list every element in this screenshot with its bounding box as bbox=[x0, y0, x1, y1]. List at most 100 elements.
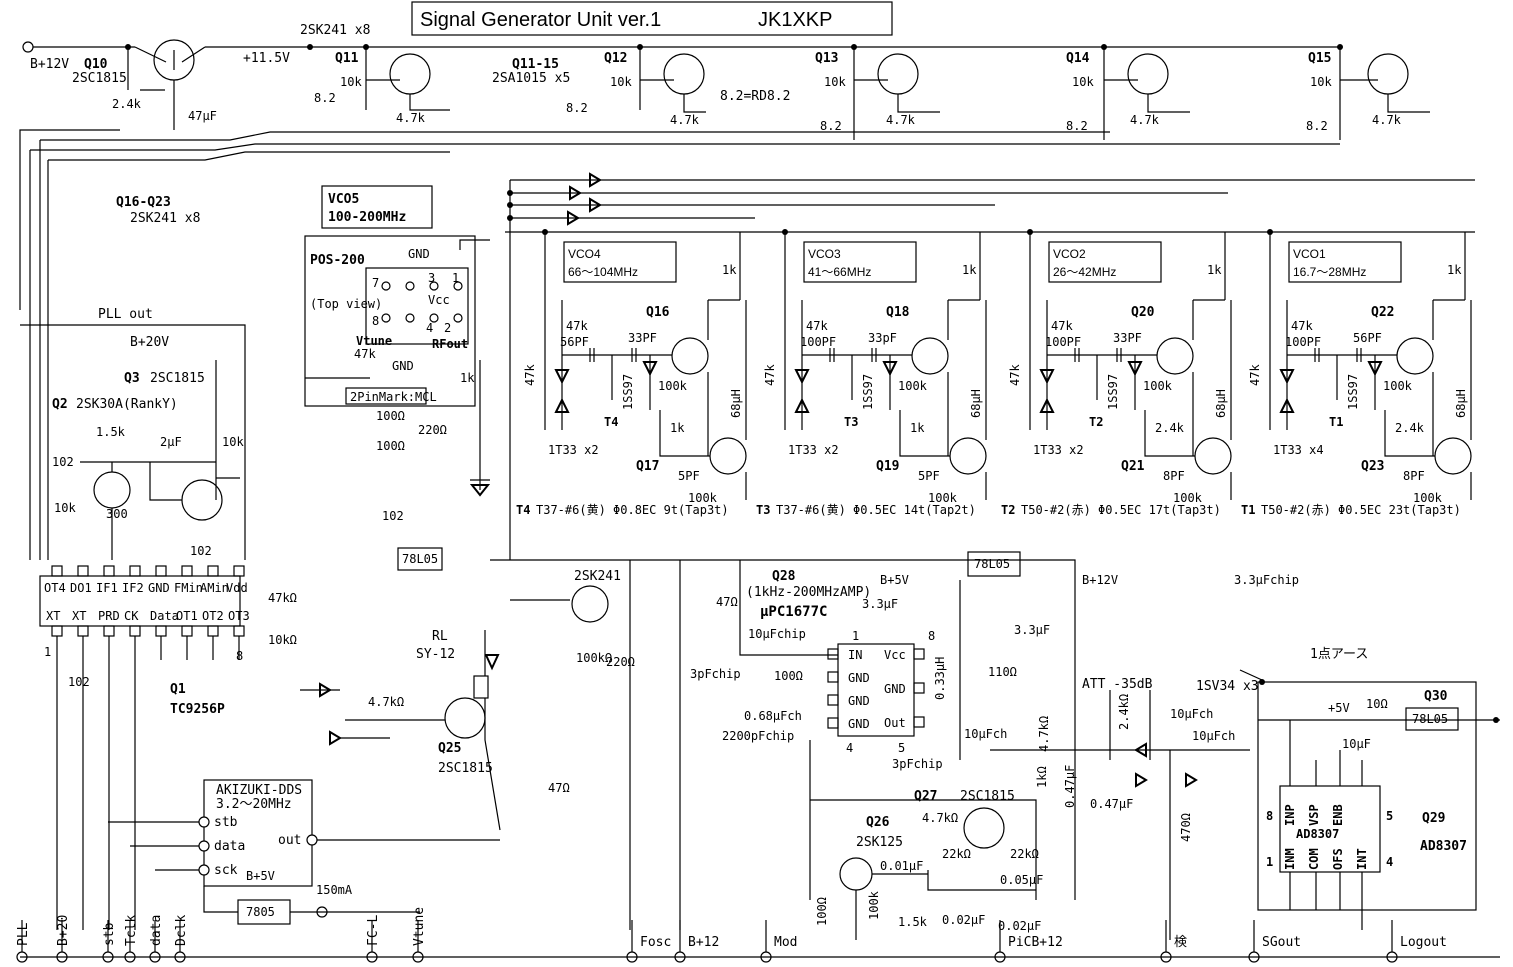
vco-r100k-a: 100k bbox=[898, 379, 928, 393]
amp-b12: B+12V bbox=[1082, 573, 1118, 587]
log-block: +5V 10Ω Q30 78L05 10μF Q29 AD8307 AD8307… bbox=[1257, 679, 1500, 930]
bottom-label: SGout bbox=[1262, 935, 1301, 950]
pos200-topview: (Top view) bbox=[310, 297, 382, 311]
bottom-terminal-7: FC-L bbox=[366, 915, 381, 963]
vco-switch-label: Q16-Q23 bbox=[116, 195, 171, 210]
log-pin-top-1: INP bbox=[1283, 804, 1297, 826]
vco-name: VCO4 bbox=[568, 247, 601, 261]
pnp-q13 bbox=[853, 47, 940, 140]
pll-r15k: 1.5k bbox=[96, 425, 126, 439]
vco-cl: 8PF bbox=[1163, 469, 1185, 483]
pll-r10k: 10k bbox=[222, 435, 244, 449]
q28-label: Q28 bbox=[772, 569, 796, 584]
q12-r10k: 10k bbox=[610, 75, 632, 89]
q28-desc: (1kHz-200MHzAMP) bbox=[746, 585, 871, 600]
bottom-terminal-6: Dclk bbox=[174, 915, 189, 963]
bottom-label: Mod bbox=[774, 935, 797, 950]
vco-diodes: 1T33 x2 bbox=[548, 443, 599, 457]
pll-r10ka: 10k bbox=[54, 501, 76, 515]
vco-ind: 68μH bbox=[729, 389, 743, 418]
vco-qb: Q17 bbox=[636, 459, 659, 474]
log-p1: 1 bbox=[1266, 855, 1273, 869]
vco-switch-lines: Q16-Q23 2SK241 x8 bbox=[116, 172, 1475, 560]
amp-b5: B+5V bbox=[880, 573, 909, 587]
vco-diode: 1SS97 bbox=[861, 374, 875, 410]
tc-pin-bot-6: OT1 bbox=[176, 609, 198, 623]
vco5-range: 100-200MHz bbox=[328, 210, 406, 225]
vco-ind: 68μH bbox=[1454, 389, 1468, 418]
amp-ic: μPC1677C bbox=[760, 604, 827, 620]
amp-r100k: 100kΩ bbox=[576, 651, 612, 665]
bottom-terminal-2: B+20 bbox=[56, 915, 71, 963]
pll-c102b: 102 bbox=[382, 509, 404, 523]
amp-p8: 8 bbox=[928, 629, 935, 643]
pos200-r47k: 47k bbox=[354, 347, 376, 361]
vco-name: VCO1 bbox=[1293, 247, 1326, 261]
schematic-title: Signal Generator Unit ver.1 bbox=[420, 9, 661, 31]
vco-cin: 100PF bbox=[1045, 335, 1081, 349]
tc-pin-top-4: IF2 bbox=[122, 581, 144, 595]
ground-note: 1点アース bbox=[1310, 647, 1368, 662]
pnp-array: 2SA1015 x5 bbox=[492, 71, 570, 86]
att-r470: 470Ω bbox=[1179, 813, 1193, 842]
att-c047b: 0.47μF bbox=[1090, 797, 1133, 811]
ad8307-package bbox=[1279, 785, 1381, 873]
log-pin-bot-1: INM bbox=[1283, 848, 1297, 870]
mod-c002b: 0.02μF bbox=[998, 919, 1041, 933]
q15-r47k: 4.7k bbox=[1372, 113, 1402, 127]
q13-r10k: 10k bbox=[824, 75, 846, 89]
pll-c2u: 2μF bbox=[160, 435, 182, 449]
dds-b5: B+5V bbox=[246, 869, 275, 883]
vco-qb: Q23 bbox=[1361, 459, 1384, 474]
mod-r22kb: 22kΩ bbox=[1010, 847, 1039, 861]
pos200-r1k: 1k bbox=[460, 371, 475, 385]
bottom-label: Fosc bbox=[640, 935, 671, 950]
q30-label: Q30 bbox=[1424, 689, 1448, 704]
relay-block: RL SY-12 4.7kΩ Q25 2SC1815 47Ω bbox=[300, 629, 570, 831]
vco-tap: T3 bbox=[844, 415, 858, 429]
v115-label: +11.5V bbox=[243, 51, 290, 66]
q25-transistor bbox=[444, 697, 486, 739]
amp-c10u: 10μFchip bbox=[748, 627, 806, 641]
vco-tap: T1 bbox=[1329, 415, 1343, 429]
log-pin-bot-3: OFS bbox=[1331, 848, 1345, 870]
q27-label: Q27 bbox=[914, 789, 937, 804]
dds-current: 150mA bbox=[316, 883, 353, 897]
pos200-pin3: 3 bbox=[428, 271, 435, 285]
r-2k4: 2.4k bbox=[112, 97, 142, 111]
tc-pin-top-3: IF1 bbox=[96, 581, 118, 595]
log-r10: 10Ω bbox=[1366, 697, 1388, 711]
q11-r47k: 4.7k bbox=[396, 111, 426, 125]
bottom-label: stb bbox=[102, 922, 117, 946]
vco-r47k-side: 47k bbox=[763, 364, 777, 386]
tc-pin-bot-8: OT3 bbox=[228, 609, 250, 623]
log-v5: +5V bbox=[1328, 701, 1350, 715]
q11-z82: 8.2 bbox=[314, 91, 336, 105]
vco-coil-label: T2 bbox=[1001, 503, 1015, 517]
amp-c3p: 3pFchip bbox=[690, 667, 741, 681]
dds-sck: sck bbox=[214, 863, 238, 878]
amp-fet-symbol bbox=[571, 585, 609, 623]
q15-label: Q15 bbox=[1308, 51, 1331, 66]
vco-diode: 1SS97 bbox=[1106, 374, 1120, 410]
vco-cl: 8PF bbox=[1403, 469, 1425, 483]
vco-ca: 56PF bbox=[1353, 331, 1382, 345]
att-r47k: 4.7kΩ bbox=[1037, 716, 1051, 752]
q2-type: 2SK30A(RankY) bbox=[76, 397, 178, 412]
bottom-label: PiCB+12 bbox=[1008, 935, 1063, 950]
log-pin-bot-2: COM bbox=[1307, 848, 1321, 870]
vco-range: 26〜42MHz bbox=[1053, 265, 1116, 279]
bottom-terminal-14: SGout bbox=[1248, 920, 1301, 963]
dds-out: out bbox=[278, 833, 301, 848]
pos200-pin4: 4 bbox=[426, 321, 433, 335]
bottom-label: PLL bbox=[16, 922, 31, 946]
vco-diodes: 1T33 x4 bbox=[1273, 443, 1324, 457]
vco-cin: 100PF bbox=[800, 335, 836, 349]
amp-p1: 1 bbox=[852, 629, 859, 643]
vco-r100k-b: 100k bbox=[688, 491, 718, 505]
